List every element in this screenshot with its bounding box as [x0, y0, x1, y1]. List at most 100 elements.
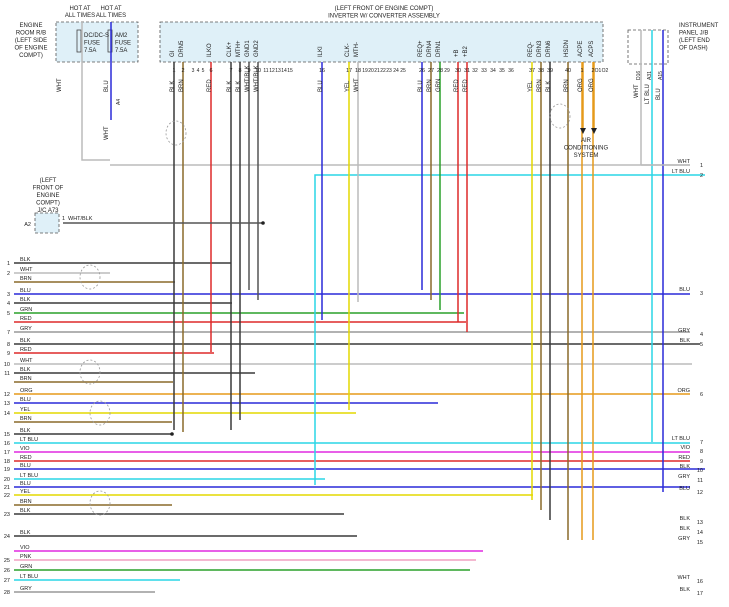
- inverter-title: INVERTER W/ CONVERTER ASSEMBLY: [328, 14, 440, 20]
- inverter-title: (LEFT FRONT OF ENGINE COMPT): [335, 6, 434, 12]
- wire-color-label: BLU: [20, 397, 31, 403]
- fuse-label: DC/DC-S: [84, 33, 109, 39]
- pin-number-label: 31: [464, 68, 470, 74]
- wire-color-label: PNK: [20, 554, 32, 560]
- wire-color-label: ORG: [677, 388, 690, 394]
- wire-color-label: BLK: [20, 297, 31, 303]
- junction-connector-label: J/C A73: [37, 208, 59, 214]
- fuse-label: FUSE: [84, 41, 100, 47]
- pin-number-label: O1: [595, 68, 602, 74]
- engine-room-relay-block: [55, 21, 139, 63]
- wire-color-label: RED: [463, 79, 469, 92]
- wire-color-label: YEL: [345, 80, 351, 92]
- wire-number-label: 12: [697, 490, 703, 496]
- instrument-panel-label: (LEFT END: [679, 38, 711, 44]
- wire-color-label: ORG: [578, 78, 584, 92]
- wire-color-label: BLK: [546, 81, 552, 92]
- wire-number-label: 3: [7, 292, 10, 298]
- arrow-down-icon: [580, 128, 586, 134]
- wire-color-label: RED: [678, 455, 690, 461]
- arrow-down-icon: [591, 128, 597, 134]
- pin-name-label: MTH+: [236, 40, 242, 57]
- wire-color-label: BRN: [20, 416, 32, 422]
- pin-number-label: 8: [238, 68, 241, 74]
- wire-number-label: 13: [4, 401, 10, 407]
- wire-number-label: 10: [697, 468, 703, 474]
- wire-number-label: 20: [4, 477, 10, 483]
- pin-number-label: 39: [547, 68, 553, 74]
- wire-color-label: BLK: [680, 516, 691, 522]
- wire-number-label: 9: [7, 351, 10, 357]
- engine-room-label: COMPT): [19, 53, 43, 59]
- wire-color-label: WHT: [677, 575, 690, 581]
- wire-color-label: WHT/BLK: [68, 216, 93, 222]
- wire-color-label: BLU: [679, 287, 690, 293]
- wire-color-label: WHT: [634, 84, 640, 98]
- splice-icon: [261, 221, 265, 225]
- shield-icon: [89, 490, 111, 516]
- pin-name-label: +B: [454, 49, 460, 57]
- pin-name-label: ILKI: [318, 46, 324, 57]
- wire-number-label: 15: [4, 432, 10, 438]
- pin-number-label: 11: [263, 68, 268, 74]
- wire-color-label: LT BLU: [672, 436, 690, 442]
- wire-color-label: LT BLU: [672, 169, 690, 175]
- fuse-label: AM2: [115, 33, 128, 39]
- pin-number-label: 33: [481, 68, 487, 74]
- pin-name-label: DRN6: [546, 40, 552, 57]
- pin-number-label: 18: [355, 68, 361, 74]
- pin-number-label: 23: [386, 68, 392, 74]
- wire-number-label: 15: [697, 540, 703, 546]
- wire-number-label: 28: [4, 590, 10, 596]
- wire-number-label: 16: [697, 579, 703, 585]
- pin-number-label: 37: [529, 68, 535, 74]
- wire-color-label: BLU: [418, 80, 424, 92]
- wire-color-label: BRN: [20, 276, 32, 282]
- wire-color-label: GRY: [678, 536, 690, 542]
- pin-number-label: 27: [428, 68, 434, 74]
- shield-icon: [165, 120, 187, 146]
- pin-number-label: 29: [444, 68, 450, 74]
- wire-number-label: 8: [700, 449, 703, 455]
- wire-color-label: BLU: [318, 80, 324, 92]
- pin-number-label: 9: [247, 68, 250, 74]
- pin-name-label: DRN1: [436, 40, 442, 57]
- wire-color-label: GRY: [20, 326, 32, 332]
- wire-number-label: 4: [700, 332, 703, 338]
- wire-number-label: 4: [7, 301, 10, 307]
- wire-color-label: BLU: [20, 481, 31, 487]
- wire-color-label: RED: [20, 316, 32, 322]
- shield-icon: [79, 359, 101, 385]
- pin-number-label: 1: [580, 68, 583, 74]
- pin-name-label: MTH-: [354, 42, 360, 57]
- air-conditioning-label: SYSTEM: [574, 153, 599, 159]
- fuse-label: FUSE: [115, 41, 131, 47]
- wire-number-label: 21: [4, 485, 10, 491]
- wire-color-label: BRN: [537, 79, 543, 92]
- wire-color-label: WHT/BLK: [245, 65, 251, 92]
- hot-label: HOT AT: [100, 6, 121, 12]
- wire-number-label: 17: [4, 450, 10, 456]
- wire-number-label: 26: [4, 568, 10, 574]
- hot-label: HOT AT: [69, 6, 90, 12]
- junction-connector-label: FRONT OF: [33, 186, 64, 192]
- wire-color-label: VIO: [20, 545, 30, 551]
- hot-label: ALL TIMES: [65, 13, 95, 19]
- wire-color-label: BLU: [656, 88, 662, 100]
- hot-label: ALL TIMES: [96, 13, 126, 19]
- wire-color-label: BRN: [564, 79, 570, 92]
- wire-color-label: BLK: [20, 367, 31, 373]
- wire-color-label: BLK: [236, 81, 242, 92]
- wire-color-label: BLK: [680, 587, 691, 593]
- wire-color-label: BLK: [680, 526, 691, 532]
- wire-color-label: BLK: [680, 338, 691, 344]
- junction-connector-label: ENGINE: [36, 193, 59, 199]
- pin-number-label: 16: [319, 68, 325, 74]
- wire-color-label: WHT: [104, 126, 110, 140]
- wire-color-label: BLK: [20, 338, 31, 344]
- wire-number-label: 27: [4, 578, 10, 584]
- pin-number-label: 14: [281, 68, 287, 74]
- wire-number-label: 14: [697, 530, 703, 536]
